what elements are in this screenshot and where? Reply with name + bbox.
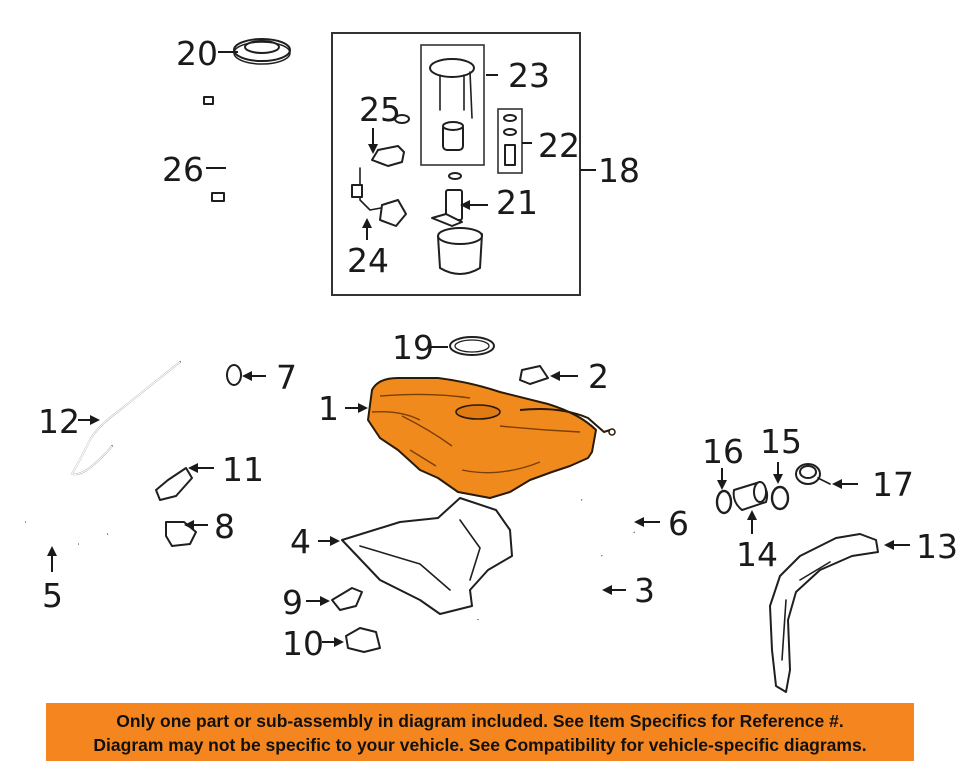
part-16-clamp[interactable] [715, 489, 733, 515]
callout-22: 22 [538, 126, 580, 165]
part-3-strap[interactable] [476, 555, 608, 634]
callout-14: 14 [736, 535, 778, 574]
callout-7: 7 [276, 358, 297, 397]
part-8-clip[interactable] [165, 521, 197, 547]
regulator-box [497, 108, 523, 174]
callout-18: 18 [598, 151, 640, 190]
disclaimer-banner: Only one part or sub-assembly in diagram… [46, 703, 914, 761]
pump-bracket-box [420, 44, 485, 166]
callout-1: 1 [318, 389, 339, 428]
part-23-pump-bracket[interactable] [429, 58, 475, 151]
part-17-fuel-cap[interactable] [795, 463, 831, 485]
callout-8: 8 [214, 507, 235, 546]
part-9-bracket[interactable] [331, 587, 363, 611]
part-14-filler-hose[interactable] [732, 481, 769, 511]
callout-16: 16 [702, 432, 744, 471]
part-1-fuel-tank[interactable] [367, 377, 616, 499]
part-7-filler-neck[interactable] [107, 364, 242, 537]
part-15-clamp[interactable] [770, 485, 790, 511]
part-22-regulator[interactable] [503, 114, 517, 166]
part-12-breather-tube[interactable] [70, 361, 181, 476]
callout-25: 25 [359, 90, 401, 129]
part-5-hose[interactable] [25, 518, 79, 548]
callout-15: 15 [760, 422, 802, 461]
callout-5: 5 [42, 576, 63, 615]
callout-2: 2 [588, 357, 609, 396]
callout-17: 17 [872, 465, 914, 504]
callout-3: 3 [634, 571, 655, 610]
callout-19: 19 [392, 328, 434, 367]
part-2-bracket[interactable] [519, 365, 549, 385]
disclaimer-line-2: Diagram may not be specific to your vehi… [93, 735, 867, 755]
callout-10: 10 [282, 624, 324, 663]
parts-diagram: 20 26 23 22 18 25 24 [25, 32, 958, 693]
callout-24: 24 [347, 241, 389, 280]
callout-20: 20 [176, 34, 218, 73]
part-4-shield[interactable] [341, 497, 513, 615]
callout-23: 23 [508, 56, 550, 95]
part-26-hose[interactable] [202, 96, 235, 202]
callout-12: 12 [38, 402, 80, 441]
part-24-sender[interactable] [351, 145, 407, 227]
callout-6: 6 [668, 504, 689, 543]
callout-9: 9 [282, 583, 303, 622]
part-6-hose[interactable] [580, 497, 637, 534]
part-20-seal-ring[interactable] [233, 38, 291, 65]
part-19-gasket[interactable] [449, 336, 495, 356]
callout-26: 26 [162, 150, 204, 189]
disclaimer-line-1: Only one part or sub-assembly in diagram… [116, 711, 844, 731]
part-21-fuel-pump[interactable] [431, 172, 483, 275]
part-25-seal[interactable] [394, 114, 410, 124]
callout-11: 11 [222, 450, 264, 489]
callout-13: 13 [916, 527, 958, 566]
pump-assembly-box [331, 32, 581, 296]
part-13-filler-pipe[interactable] [769, 533, 879, 693]
callout-4: 4 [290, 522, 311, 561]
callout-21: 21 [496, 183, 538, 222]
part-10-bracket[interactable] [345, 627, 381, 653]
part-11-bracket[interactable] [155, 467, 193, 501]
